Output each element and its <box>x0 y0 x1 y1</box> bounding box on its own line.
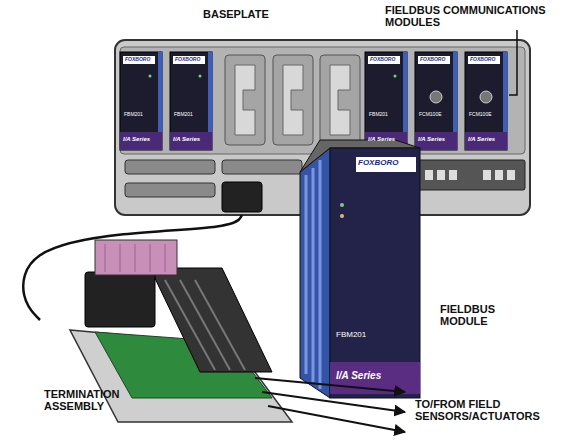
series-name: I/A Series <box>123 136 161 143</box>
termination-assembly: TERMINATION ASSEMBLY <box>40 235 290 422</box>
part-label: FIELDBUS COMMUNICATIONS MODULES <box>385 4 570 28</box>
part-label: TERMINATION ASSEMBLY <box>44 388 139 412</box>
model-number: FBM201 <box>336 331 396 340</box>
leader-line <box>509 30 517 95</box>
brand-logo: FOXBORO <box>370 57 402 63</box>
brand-logo: FOXBORO <box>358 159 416 168</box>
series-name: I/A Series <box>468 136 506 143</box>
module-bay <box>120 47 525 154</box>
part-label: FIELDBUS MODULE <box>440 303 520 327</box>
model-number: FBM201 <box>369 112 403 118</box>
field-arrows <box>255 378 405 432</box>
baseplate-modules <box>120 52 507 150</box>
series-name: I/A Series <box>173 136 211 143</box>
brand-logo: FOXBORO <box>420 57 452 63</box>
baseplate: BASEPLATE <box>115 5 530 215</box>
brand-logo: FOXBORO <box>470 57 502 63</box>
part-label: BASEPLATE <box>203 8 323 20</box>
fieldbus-module-body <box>300 140 420 398</box>
series-name: I/A Series <box>418 136 456 143</box>
series-name: I/A Series <box>368 136 406 143</box>
series-name: I/A Series <box>336 370 416 381</box>
fieldbus-module: FOXBOROFBM201I/A SeriesFIELDBUS MODULE <box>300 135 485 400</box>
model-number: FBM201 <box>174 112 208 118</box>
model-number: FBM201 <box>124 112 158 118</box>
cable-connector <box>23 215 242 320</box>
model-number: FCM100E <box>469 112 503 118</box>
empty-slots <box>225 55 360 145</box>
brand-logo: FOXBORO <box>125 57 157 63</box>
field-label: TO/FROM FIELD SENSORS/ACTUATORS <box>415 398 555 422</box>
model-number: FCM100E <box>419 112 453 118</box>
brand-logo: FOXBORO <box>175 57 207 63</box>
